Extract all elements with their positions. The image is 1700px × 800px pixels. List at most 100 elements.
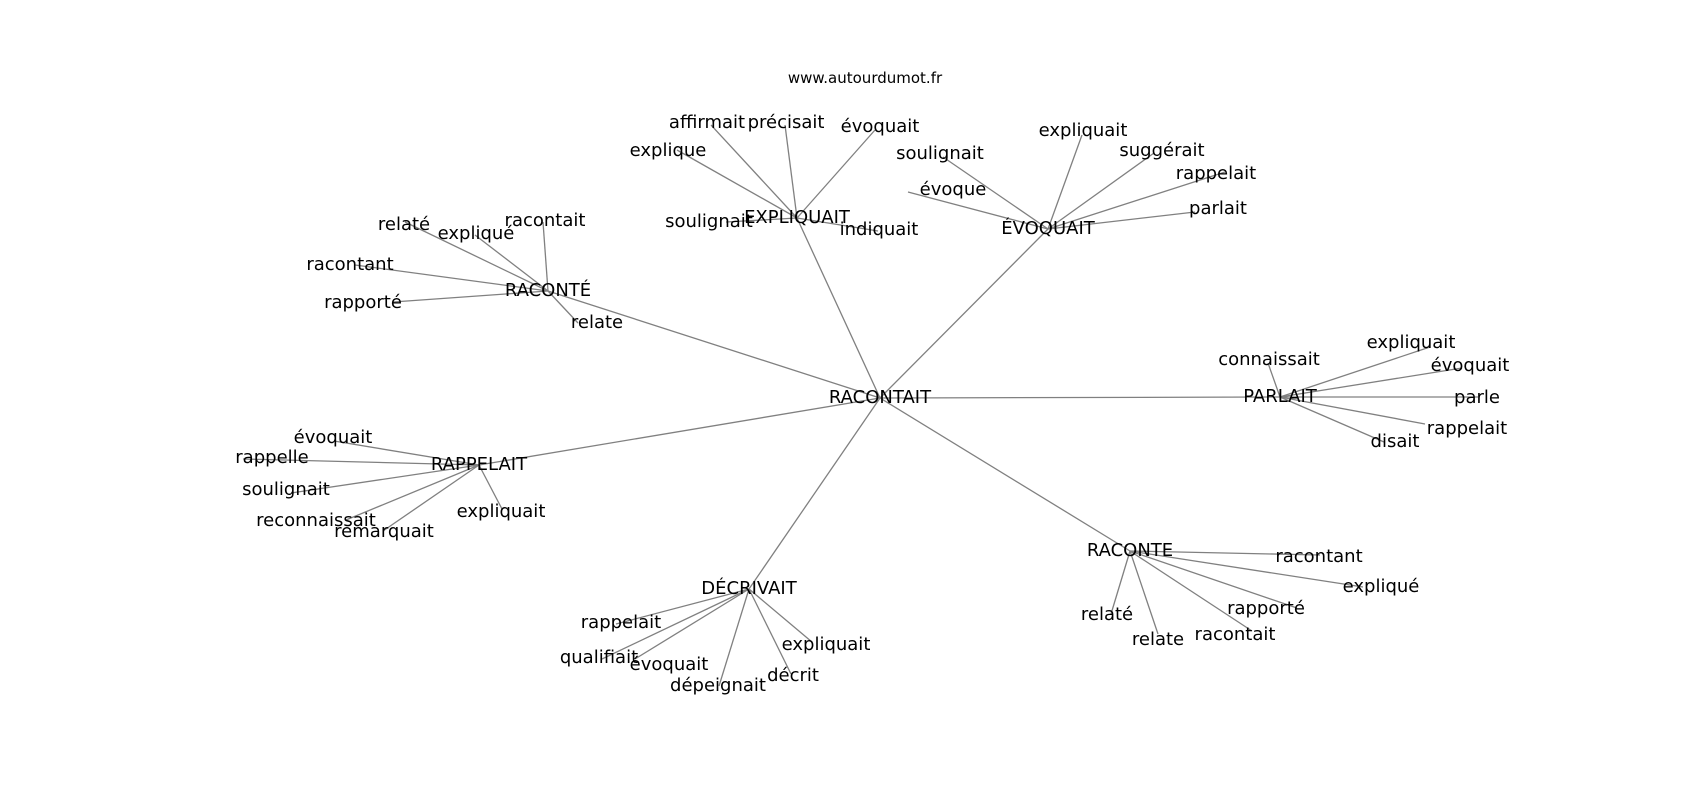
edge-hub-to-leaf <box>748 588 813 643</box>
edge-root-to-hub <box>879 397 1131 552</box>
leaf-node-label[interactable]: racontait <box>1195 624 1276 645</box>
edge-hub-to-leaf <box>478 464 503 510</box>
leaf-node-label[interactable]: relaté <box>378 214 430 235</box>
edge-hub-to-leaf <box>1279 396 1426 425</box>
leaf-node-label[interactable]: rappelait <box>581 612 661 633</box>
leaf-node-label[interactable]: disait <box>1371 431 1420 452</box>
leaf-node-label[interactable]: racontant <box>1275 546 1362 567</box>
hub-node-label[interactable]: EXPLIQUAIT <box>744 207 851 228</box>
edge-hub-to-leaf <box>601 588 750 660</box>
leaf-node-label[interactable]: décrit <box>767 665 819 686</box>
edge-hub-to-leaf <box>290 464 480 494</box>
edge-hub-to-leaf <box>392 290 549 303</box>
edge-root-to-hub <box>879 396 1281 399</box>
edge-hub-to-leaf <box>242 458 480 466</box>
leaf-node-label[interactable]: affirmait <box>669 112 745 133</box>
edge-root-to-hub <box>796 217 881 399</box>
hub-node-label[interactable]: ÉVOQUAIT <box>1001 217 1096 239</box>
leaf-node-label[interactable]: indiquait <box>840 219 919 240</box>
edge-hub-to-leaf <box>345 464 480 521</box>
edge-hub-to-leaf <box>1110 550 1131 615</box>
hub-node-label[interactable]: RAPPELAIT <box>431 454 528 475</box>
edge-hub-to-leaf <box>634 588 750 660</box>
leaf-node-label[interactable]: relate <box>571 312 623 333</box>
leaf-node-label[interactable]: évoquait <box>630 654 709 675</box>
hub-node-label[interactable]: RACONTE <box>1087 540 1173 561</box>
leaf-node-label[interactable]: expliquait <box>1039 120 1128 141</box>
edge-layer <box>242 124 1478 687</box>
leaf-node-label[interactable]: connaissait <box>1218 349 1320 370</box>
edge-hub-to-leaf <box>354 264 549 292</box>
hub-node-label[interactable]: DÉCRIVAIT <box>701 577 797 599</box>
edge-hub-to-leaf <box>1129 550 1159 635</box>
hub-node-label[interactable]: RACONTÉ <box>505 279 591 301</box>
leaf-node-label[interactable]: évoquait <box>841 116 920 137</box>
edge-hub-to-leaf <box>710 124 798 219</box>
leaf-node-label[interactable]: racontait <box>505 210 586 231</box>
leaf-node-label[interactable]: dépeignait <box>670 675 766 696</box>
leaf-node-label[interactable]: précisait <box>748 112 825 133</box>
edge-hub-to-leaf <box>1129 550 1364 588</box>
edge-hub-to-leaf <box>615 588 750 625</box>
edge-hub-to-leaf <box>718 588 750 687</box>
edge-hub-to-leaf <box>547 290 579 324</box>
edge-hub-to-leaf <box>1047 211 1196 230</box>
leaf-node-label[interactable]: soulignait <box>665 211 753 232</box>
leaf-node-label[interactable]: parlait <box>1189 198 1247 219</box>
edge-root-to-hub <box>547 290 881 399</box>
leaf-node-label[interactable]: soulignait <box>896 143 984 164</box>
label-layer: www.autourdumot.fr RACONTAIT RACONTÉ relat… <box>235 69 1509 696</box>
leaf-node-label[interactable]: évoque <box>920 179 987 200</box>
leaf-node-label[interactable]: évoquait <box>294 427 373 448</box>
edge-root-to-hub <box>748 397 881 590</box>
leaf-node-label[interactable]: expliquait <box>782 634 871 655</box>
edge-hub-to-leaf <box>542 221 549 292</box>
edge-hub-to-leaf <box>474 234 549 292</box>
leaf-node-label[interactable]: qualifiait <box>560 647 638 668</box>
leaf-node-label[interactable]: rapporté <box>1227 598 1305 619</box>
leaf-node-label[interactable]: évoquait <box>1431 355 1510 376</box>
edge-hub-to-leaf <box>1047 171 1226 230</box>
edge-hub-to-leaf <box>725 217 798 223</box>
edge-root-to-hub <box>478 397 881 466</box>
leaf-node-label[interactable]: rapporté <box>324 292 402 313</box>
leaf-node-label[interactable]: remarquait <box>334 521 434 542</box>
edge-hub-to-leaf <box>942 156 1049 230</box>
leaf-node-label[interactable]: parle <box>1454 387 1500 408</box>
edge-hub-to-leaf <box>1279 367 1463 398</box>
leaf-node-label[interactable]: soulignait <box>242 479 330 500</box>
edge-hub-to-leaf <box>1047 152 1155 230</box>
edge-hub-to-leaf <box>1279 396 1385 443</box>
edge-hub-to-leaf <box>796 217 879 232</box>
edge-hub-to-leaf <box>907 191 1049 230</box>
leaf-node-label[interactable]: rappelait <box>1427 418 1507 439</box>
edge-hub-to-leaf <box>676 149 798 219</box>
edge-hub-to-leaf <box>333 440 480 466</box>
leaf-node-label[interactable]: explique <box>630 140 707 161</box>
leaf-node-label[interactable]: expliquait <box>457 501 546 522</box>
leaf-node-label[interactable]: relate <box>1132 629 1184 650</box>
site-url-label: www.autourdumot.fr <box>788 69 943 87</box>
root-node-label[interactable]: RACONTAIT <box>829 387 932 408</box>
edge-hub-to-leaf <box>404 221 549 292</box>
edge-hub-to-leaf <box>784 124 798 219</box>
leaf-node-label[interactable]: reconnaissait <box>256 510 376 531</box>
edge-hub-to-leaf <box>748 588 792 675</box>
leaf-node-label[interactable]: relaté <box>1081 604 1133 625</box>
edge-hub-to-leaf <box>1129 550 1298 609</box>
leaf-node-label[interactable]: rappelait <box>1176 163 1256 184</box>
leaf-node-label[interactable]: expliquait <box>1367 332 1456 353</box>
edge-hub-to-leaf <box>1279 346 1431 398</box>
hub-node-label[interactable]: PARLAIT <box>1243 386 1318 407</box>
leaf-node-label[interactable]: racontant <box>306 254 393 275</box>
edge-hub-to-leaf <box>1267 362 1281 398</box>
edge-hub-to-leaf <box>796 129 876 219</box>
leaf-node-label[interactable]: suggérait <box>1119 140 1204 161</box>
leaf-node-label[interactable]: expliqué <box>1343 576 1420 597</box>
edge-root-to-hub <box>879 228 1049 399</box>
leaf-node-label[interactable]: rappelle <box>235 447 308 468</box>
edge-hub-to-leaf <box>382 464 480 532</box>
edge-hub-to-leaf <box>1129 550 1253 632</box>
leaf-node-label[interactable]: expliqué <box>438 223 515 244</box>
